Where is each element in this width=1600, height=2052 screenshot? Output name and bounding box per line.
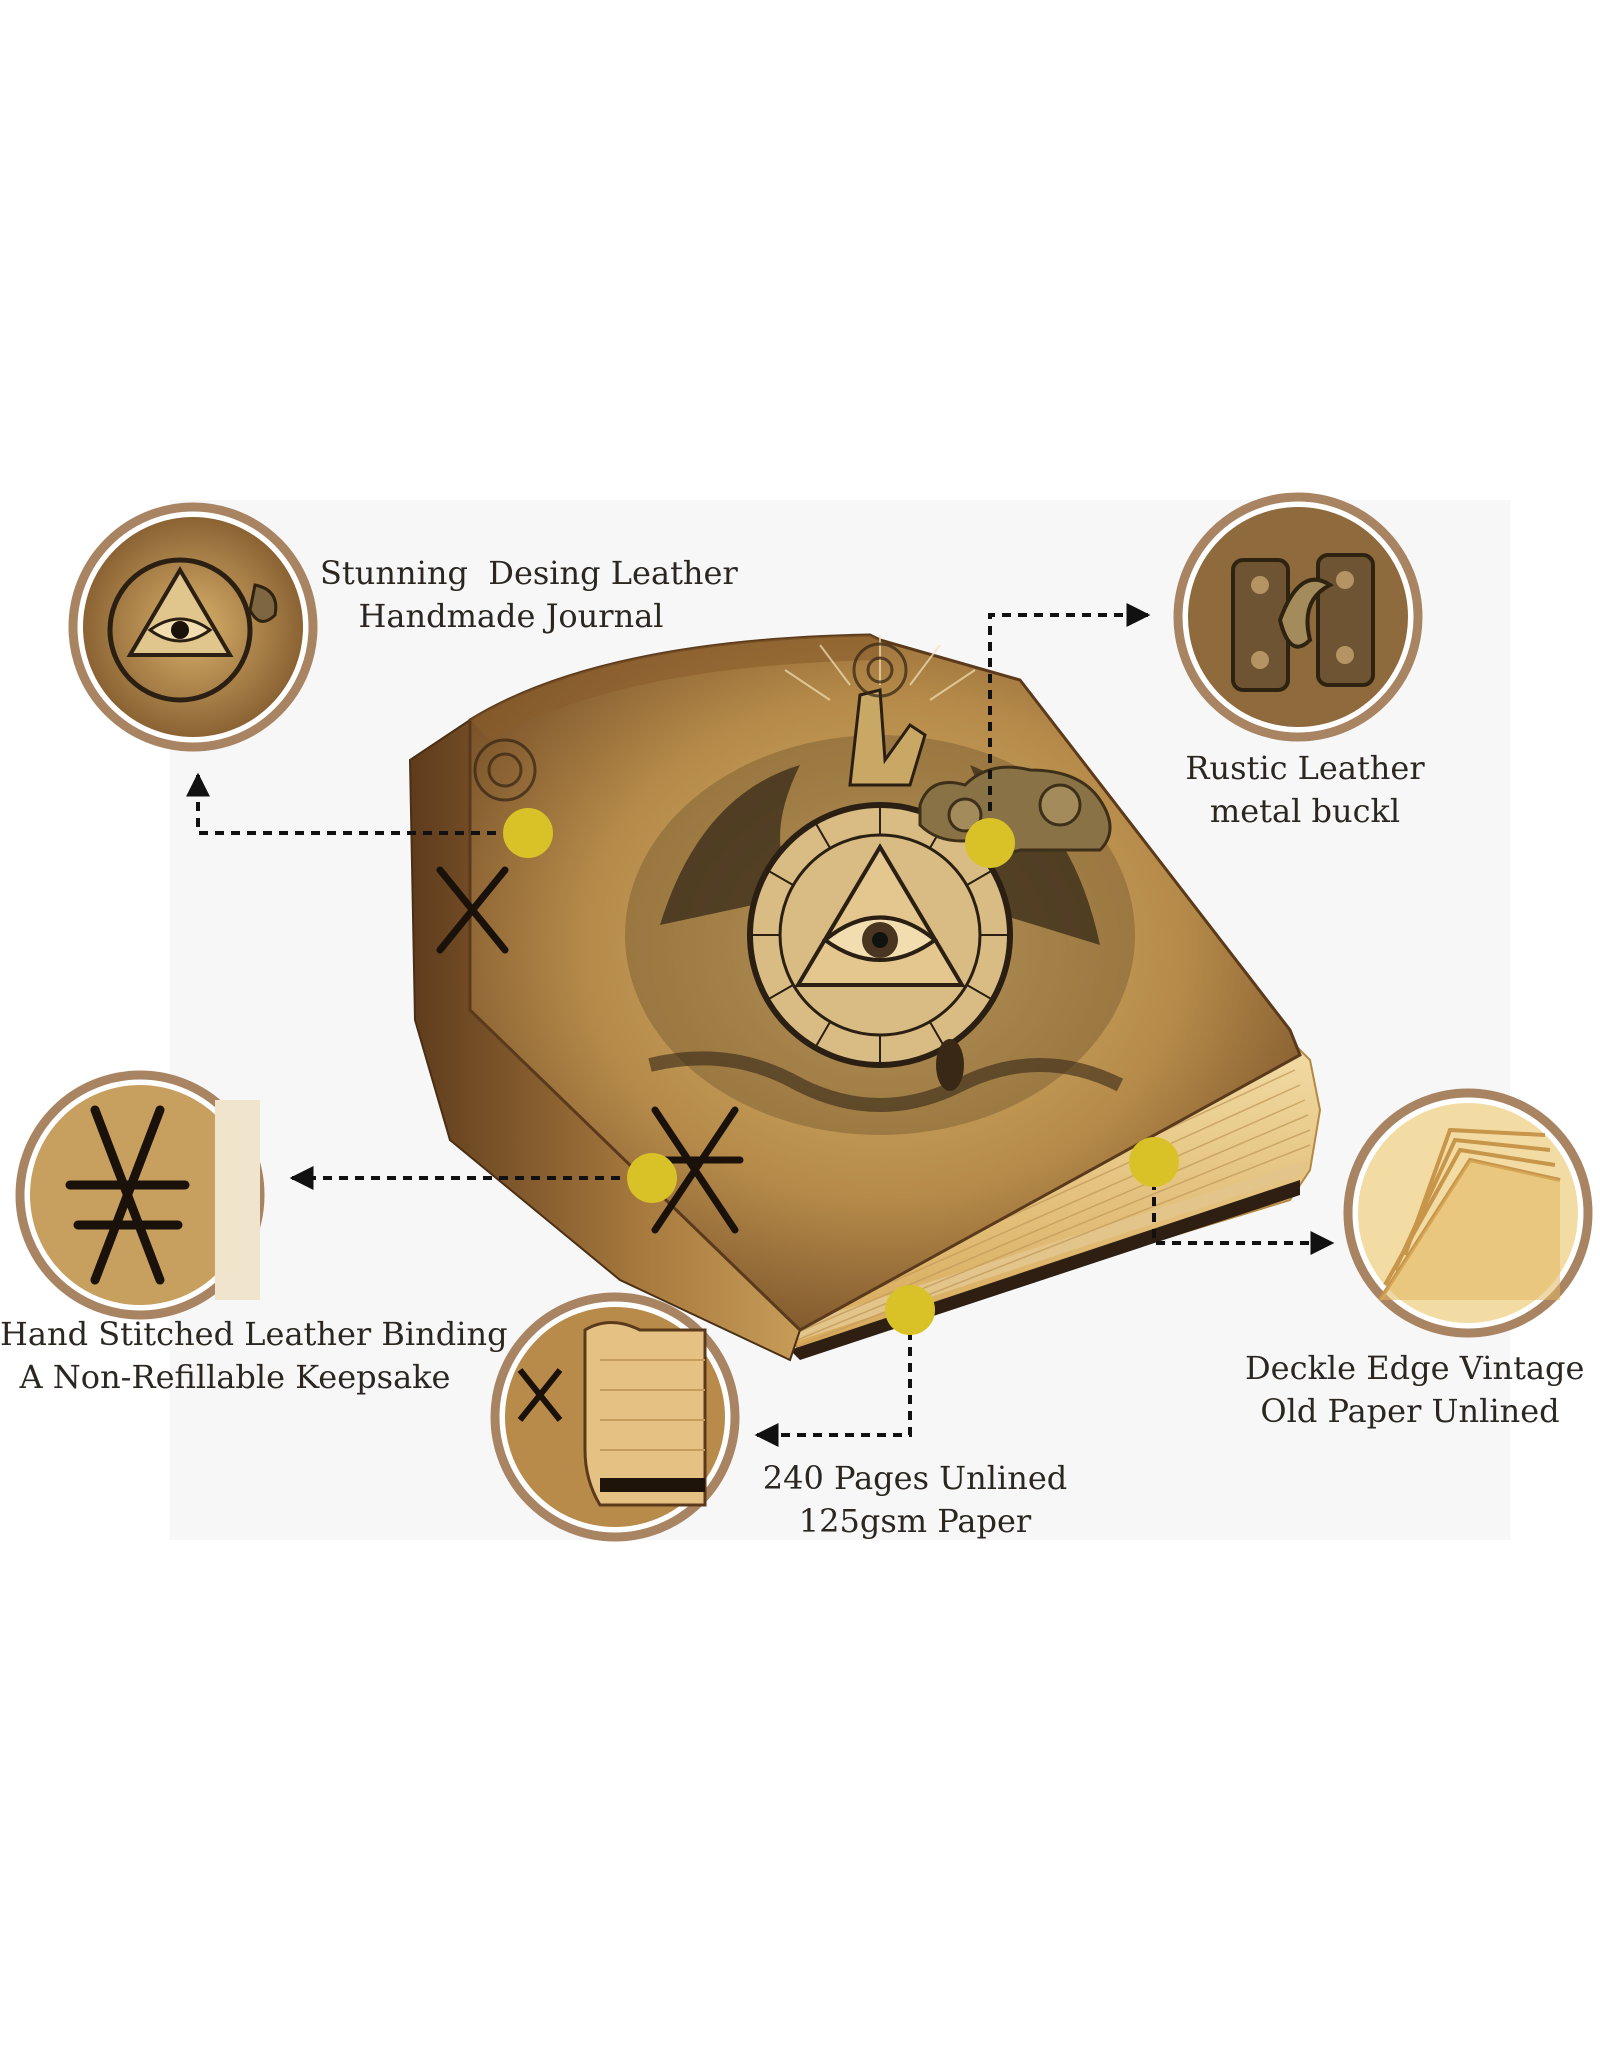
- marker-buckle: [965, 818, 1015, 868]
- marker-pages: [885, 1285, 935, 1335]
- marker-deckle: [1129, 1137, 1179, 1187]
- callout-pages-line2: 125gsm Paper: [798, 1502, 1032, 1540]
- callout-deckle: Deckle Edge Vintage Old Paper Unlined: [1245, 1347, 1585, 1433]
- marker-design: [503, 808, 553, 858]
- connector-lines: [186, 603, 1335, 1447]
- callout-binding: Hand Stitched Leather Binding A Non-Refi…: [0, 1313, 508, 1399]
- callout-buckle-line2: metal buckl: [1209, 792, 1401, 830]
- buckle-clasp: [918, 765, 1112, 855]
- marker-binding: [627, 1153, 677, 1203]
- callout-design: Stunning Desing Leather Handmade Journal: [320, 552, 738, 638]
- thumbnail-binding: [15, 1070, 265, 1320]
- thumbnail-deckle: [1343, 1088, 1593, 1338]
- callout-design-line2: Handmade Journal: [358, 597, 664, 635]
- callout-pages-line1: 240 Pages Unlined: [762, 1459, 1068, 1497]
- callout-design-line1: Stunning Desing Leather: [320, 554, 738, 592]
- callout-buckle: Rustic Leather metal buckl: [1170, 747, 1440, 833]
- callout-buckle-line1: Rustic Leather: [1185, 749, 1425, 787]
- thumbnail-design: [68, 502, 318, 752]
- callout-deckle-line1: Deckle Edge Vintage: [1245, 1349, 1585, 1387]
- callout-binding-line2: A Non-Refillable Keepsake: [19, 1358, 451, 1396]
- feature-markers: [503, 808, 1179, 1335]
- callout-deckle-line2: Old Paper Unlined: [1260, 1392, 1560, 1430]
- callout-binding-line1: Hand Stitched Leather Binding: [0, 1315, 508, 1353]
- callout-pages: 240 Pages Unlined 125gsm Paper: [760, 1457, 1070, 1543]
- thumbnail-pages: [490, 1292, 740, 1542]
- thumbnail-buckle: [1173, 492, 1423, 742]
